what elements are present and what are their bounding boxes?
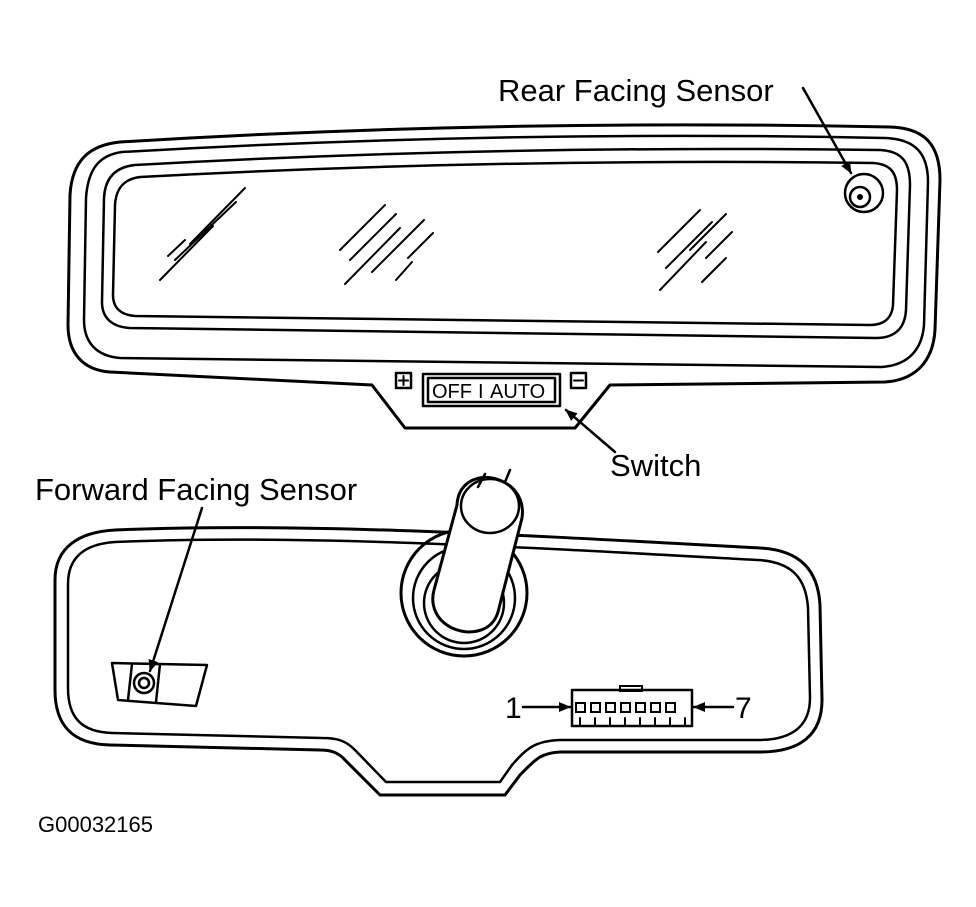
minus-icon — [569, 371, 588, 390]
switch-label: Switch — [610, 448, 701, 483]
rear-sensor-label: Rear Facing Sensor — [498, 73, 774, 108]
forward-sensor-arrow — [148, 506, 204, 673]
switch-face — [426, 376, 557, 404]
mirror-glass-outer — [100, 147, 912, 340]
rear-sensor-arrow — [801, 86, 853, 175]
figure-code: G00032165 — [38, 812, 153, 837]
connector — [570, 685, 694, 728]
plus-icon — [394, 371, 413, 390]
switch-separator: I — [478, 381, 484, 403]
switch-body — [421, 372, 562, 408]
mirror-back-view — [53, 468, 824, 797]
switch-off-label: OFF — [432, 381, 472, 403]
switch-auto-label: AUTO — [490, 381, 545, 403]
mirror-glass — [111, 160, 899, 327]
switch-panel: OFF I AUTO — [394, 371, 588, 408]
switch-arrow — [564, 408, 617, 454]
mirror-housing-inner — [82, 134, 930, 369]
rear-sensor-icon — [843, 172, 885, 214]
mirror-mount — [399, 468, 529, 658]
mirror-front-view: OFF I AUTO — [66, 123, 942, 430]
mirror-housing-outer — [66, 123, 942, 430]
pin-7-label: 7 — [735, 692, 752, 725]
glass-reflection-marks — [159, 187, 733, 291]
pin-1-label: 1 — [505, 692, 522, 725]
forward-sensor-label: Forward Facing Sensor — [35, 472, 357, 507]
forward-sensor-icon — [110, 661, 209, 708]
